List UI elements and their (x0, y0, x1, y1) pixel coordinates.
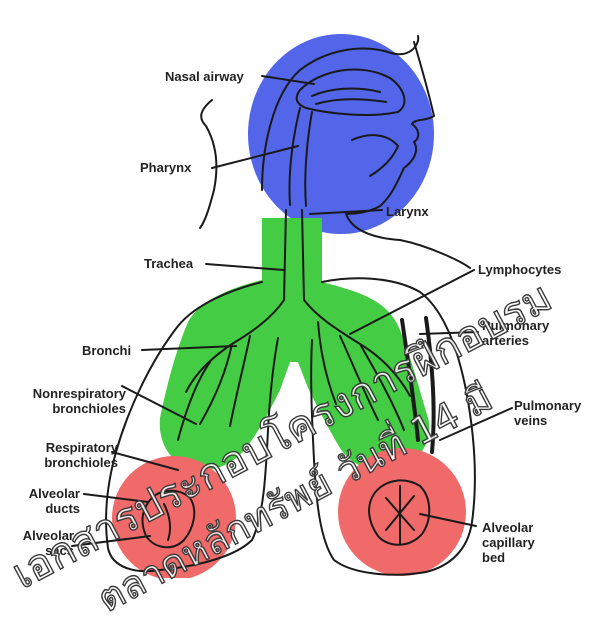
label-larynx: Larynx (386, 204, 429, 219)
label-nasal-airway: Nasal airway (165, 69, 244, 84)
label-respiratory-bronchioles: Respiratory bronchioles (14, 440, 118, 470)
back-of-neck (200, 100, 216, 228)
respiratory-diagram: Nasal airway Pharynx Larynx Trachea Lymp… (0, 0, 603, 578)
label-pulmonary-veins: Pulmonary veins (514, 398, 581, 428)
label-alveolar-capillary-bed: Alveolar capillary bed (482, 520, 535, 565)
label-bronchi: Bronchi (82, 343, 131, 358)
label-pharynx: Pharynx (140, 160, 191, 175)
label-nonrespiratory-bronchioles: Nonrespiratory bronchioles (8, 386, 126, 416)
label-trachea: Trachea (144, 256, 193, 271)
